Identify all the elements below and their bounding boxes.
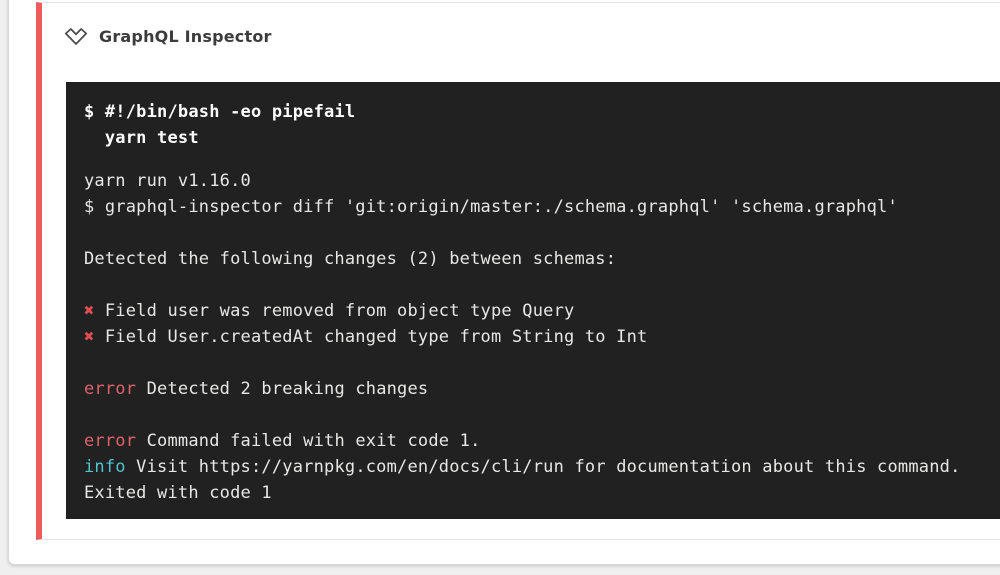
step-collapse-header[interactable]: GraphQL Inspector: [64, 27, 272, 46]
terminal-output-line: Exited with code 1: [84, 483, 272, 503]
terminal-output: $ #!/bin/bash -eo pipefail yarn test yar…: [66, 82, 1000, 519]
terminal-output-line: yarn run v1.16.0: [84, 171, 251, 191]
terminal-output-block: yarn run v1.16.0 $ graphql-inspector diff…: [84, 168, 1000, 506]
terminal-output-line: [84, 272, 1000, 298]
terminal-command-line: $ #!/bin/bash -eo pipefail: [84, 102, 356, 122]
terminal-command-block: $ #!/bin/bash -eo pipefail yarn test: [84, 99, 1000, 151]
failed-step-section: GraphQL Inspector $ #!/bin/bash -eo pipe…: [36, 2, 1000, 540]
terminal-output-line: ✖ Field User.createdAt changed type from…: [84, 327, 648, 347]
terminal-output-line: [84, 402, 1000, 428]
chevron-down-icon[interactable]: [64, 27, 88, 46]
terminal-output-line: [84, 220, 1000, 246]
terminal-output-line: error Command failed with exit code 1.: [84, 431, 481, 451]
terminal-command-line: yarn test: [84, 128, 199, 148]
terminal-output-line: Detected the following changes (2) betwe…: [84, 249, 617, 269]
step-title: GraphQL Inspector: [99, 27, 272, 46]
terminal-output-line: info Visit https://yarnpkg.com/en/docs/c…: [84, 457, 961, 477]
terminal-output-line: error Detected 2 breaking changes: [84, 379, 429, 399]
terminal-output-line: [84, 350, 1000, 376]
terminal-output-line: $ graphql-inspector diff 'git:origin/mas…: [84, 197, 898, 217]
terminal-output-line: ✖ Field user was removed from object typ…: [84, 301, 575, 321]
